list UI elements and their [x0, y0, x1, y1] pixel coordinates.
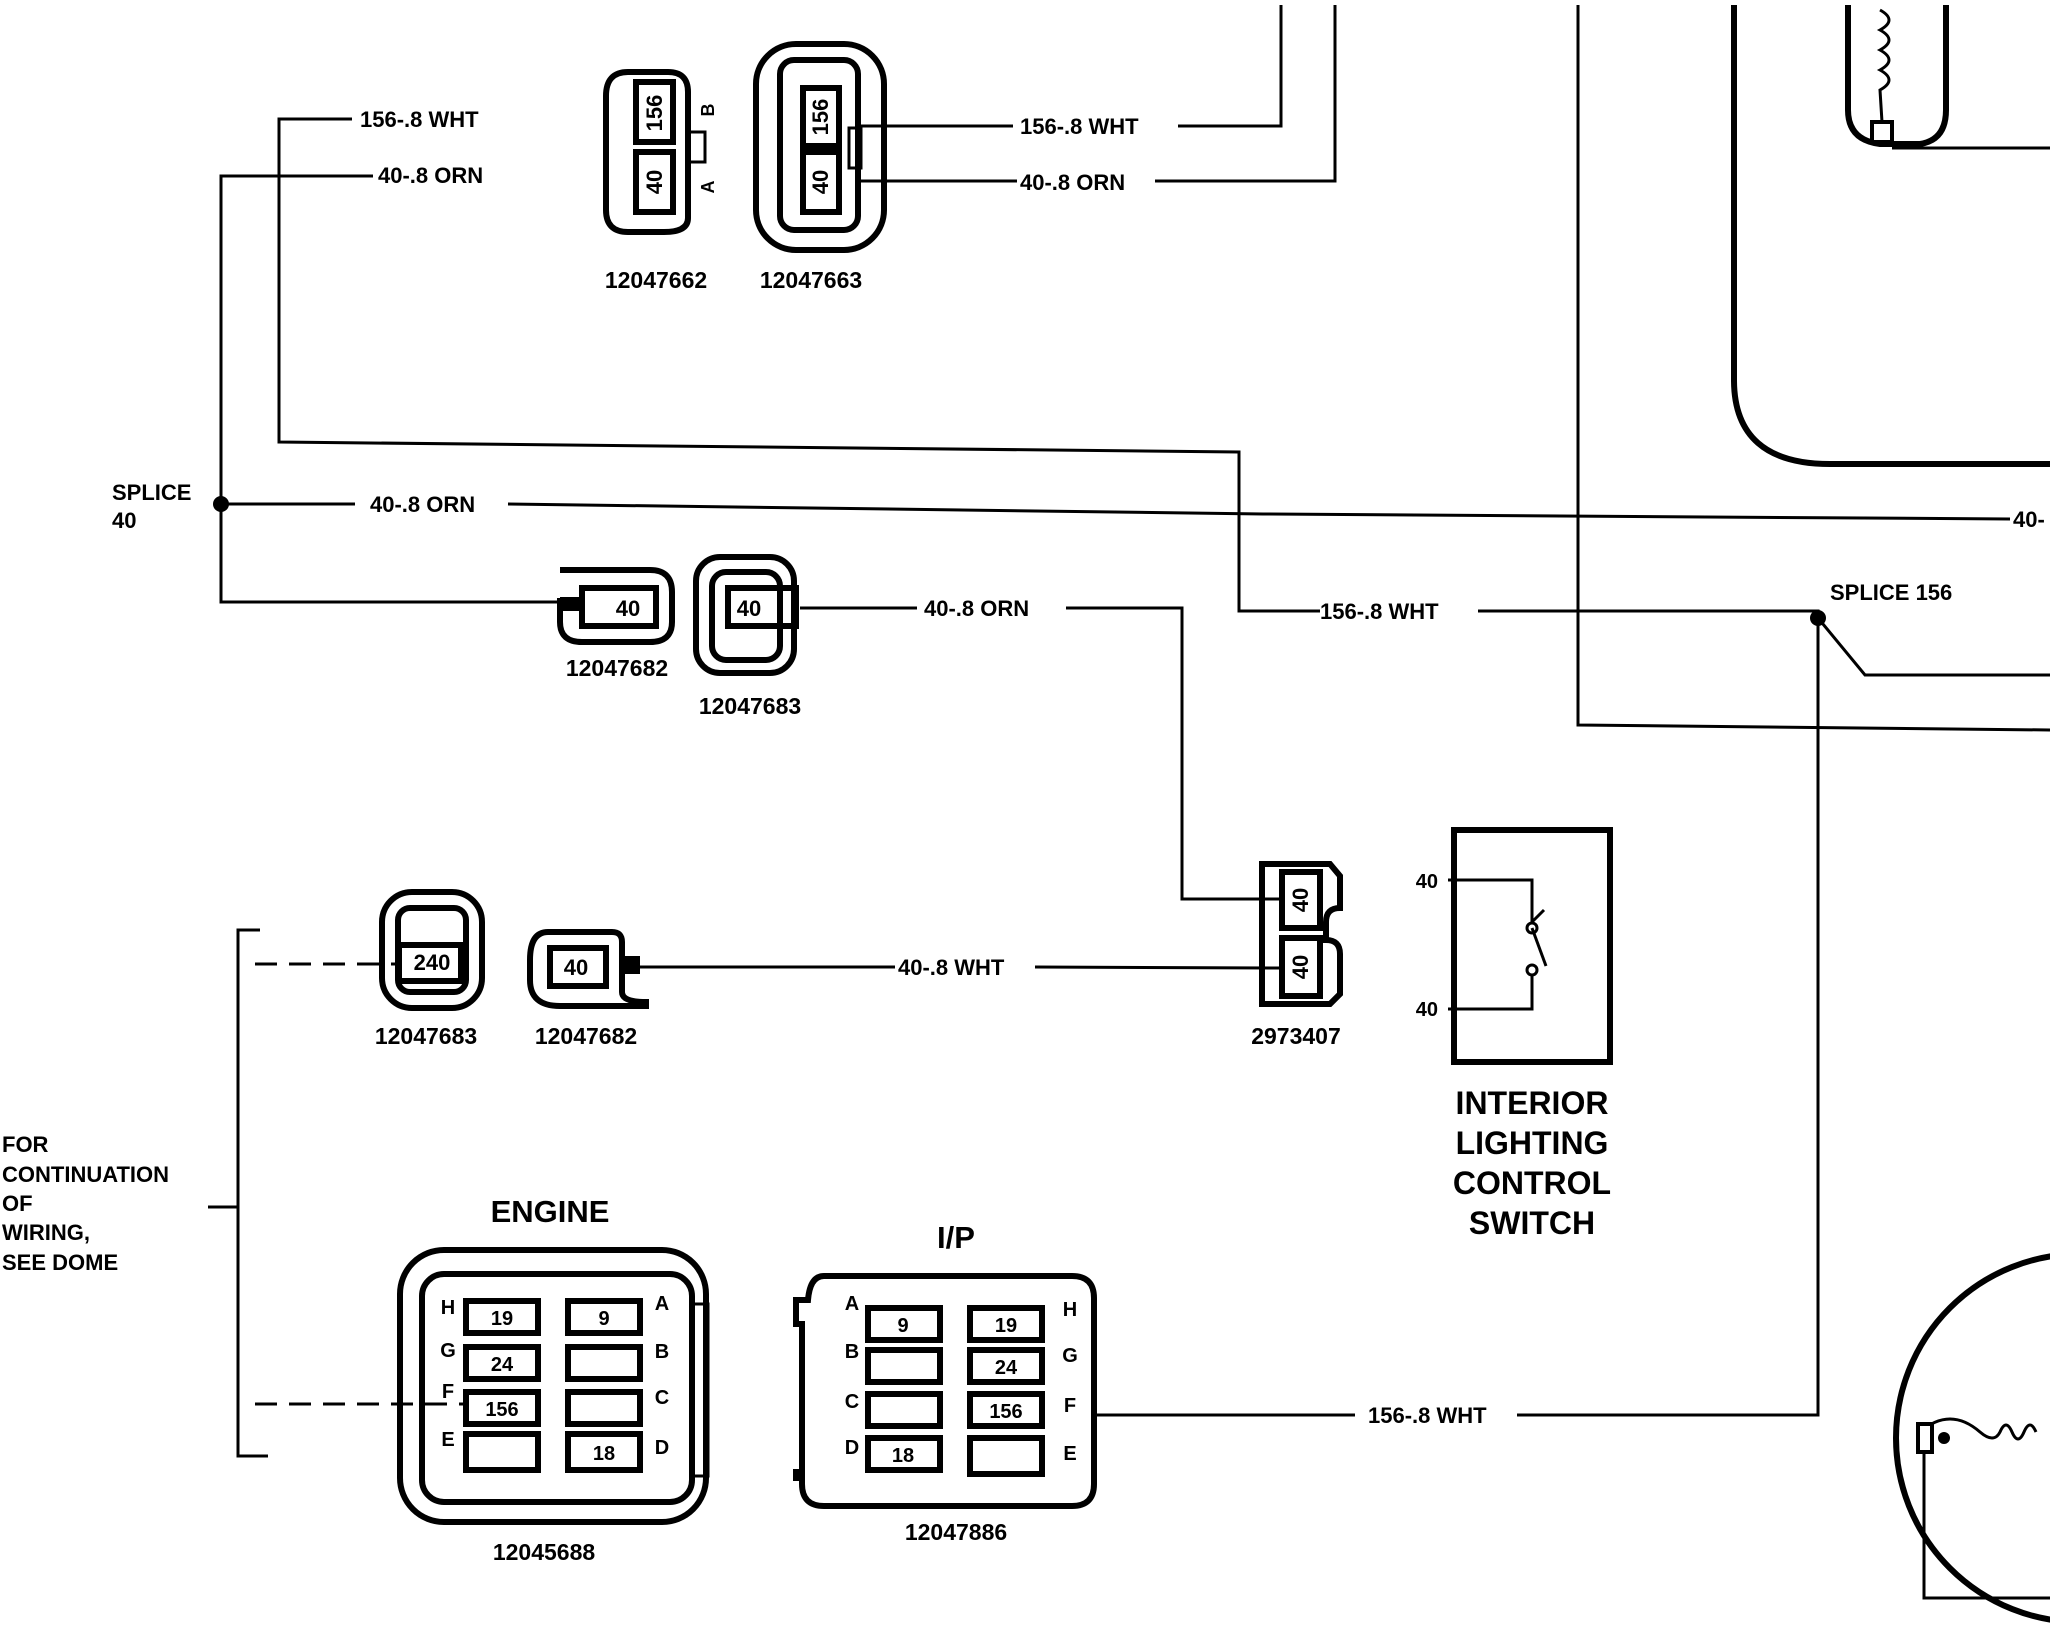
connector-12047663-top: 156 40 — [753, 41, 887, 253]
wire-label-156-wht: 156-.8 WHT — [1368, 1403, 1487, 1428]
engine-label: ENGINE — [491, 1194, 610, 1229]
pin-b-letter: B — [845, 1341, 859, 1363]
part-number-12047682: 12047682 — [535, 1023, 637, 1049]
pin-g-letter: G — [440, 1340, 456, 1362]
pin-e-letter: E — [441, 1429, 454, 1451]
lamp-bottom-right — [1893, 1253, 2050, 1623]
connector-2973407: 40 40 — [1259, 861, 1343, 1007]
splice-labels: SPLICE 40 SPLICE 156 — [112, 480, 1952, 605]
pin-f-letter: F — [442, 1381, 454, 1403]
switch-label-line3: CONTROL — [1453, 1165, 1611, 1201]
wire-label-156-wht: 156-.8 WHT — [1320, 599, 1439, 624]
part-numbers: 12047662 12047663 12047682 12047683 1204… — [375, 267, 1341, 1565]
connector-12047683-middle: 40 — [693, 554, 799, 676]
cavity-19: 19 — [995, 1315, 1017, 1337]
dome-lamp-top-right — [1731, 5, 2050, 467]
cavity-156: 156 — [642, 95, 667, 132]
pin-f-letter: F — [1064, 1395, 1076, 1417]
connector-12047662-top: 156 40 B A — [603, 69, 718, 235]
part-number-12047683: 12047683 — [699, 693, 801, 719]
cavity-18: 18 — [892, 1445, 914, 1467]
component-labels: ENGINE I/P INTERIOR LIGHTING CONTROL SWI… — [491, 1085, 1612, 1255]
pin-h-letter: H — [1063, 1299, 1077, 1321]
part-number-2973407: 2973407 — [1251, 1023, 1341, 1049]
pin-e-letter: E — [1063, 1443, 1076, 1465]
switch-pin-top: 40 — [1416, 871, 1438, 893]
wire-label-40-cut: 40- — [2013, 507, 2045, 532]
cavity-40: 40 — [737, 596, 761, 621]
pin-d-letter: D — [845, 1437, 859, 1459]
cavity-240: 240 — [414, 950, 451, 975]
part-number-12047683: 12047683 — [375, 1023, 477, 1049]
wire-label-40-wht: 40-.8 WHT — [898, 955, 1005, 980]
cavity-156: 156 — [989, 1401, 1022, 1423]
wire-label-40-orn: 40-.8 ORN — [370, 492, 475, 517]
switch-label-line2: LIGHTING — [1456, 1125, 1609, 1161]
cavity-40: 40 — [642, 170, 667, 194]
switch-label-line4: SWITCH — [1469, 1205, 1595, 1241]
continuation-line1: FOR — [2, 1132, 49, 1157]
cavity-40: 40 — [616, 596, 640, 621]
wire-label-156-wht: 156-.8 WHT — [360, 107, 479, 132]
continuation-line2: CONTINUATION — [2, 1162, 169, 1187]
pin-g-letter: G — [1062, 1345, 1078, 1367]
cavity-40: 40 — [564, 955, 588, 980]
cavity-156: 156 — [485, 1399, 518, 1421]
part-number-12047682: 12047682 — [566, 655, 668, 681]
cavity-156: 156 — [808, 99, 833, 136]
part-number-12047663: 12047663 — [760, 267, 862, 293]
pin-a-letter: A — [845, 1293, 859, 1315]
cavity-24: 24 — [491, 1354, 514, 1376]
cavity-18: 18 — [593, 1443, 615, 1465]
interior-lighting-switch: 40 40 — [1416, 827, 1613, 1065]
cavity-19: 19 — [491, 1308, 513, 1330]
part-number-12047886: 12047886 — [905, 1519, 1007, 1545]
cavity-40: 40 — [1288, 955, 1313, 979]
pin-a-letter: A — [655, 1293, 669, 1315]
wire-label-40-orn: 40-.8 ORN — [924, 596, 1029, 621]
pin-c-letter: C — [845, 1391, 859, 1413]
cavity-9: 9 — [897, 1315, 908, 1337]
pin-c-letter: C — [655, 1387, 669, 1409]
cavity-24: 24 — [995, 1357, 1018, 1379]
pin-a-letter: A — [698, 181, 718, 194]
part-number-12047662: 12047662 — [605, 267, 707, 293]
continuation-note: FOR CONTINUATION OF WIRING, SEE DOME — [2, 1132, 169, 1275]
wire-label-40-orn: 40-.8 ORN — [1020, 170, 1125, 195]
wire-lines — [208, 5, 2050, 1458]
continuation-line3: OF — [2, 1191, 33, 1216]
splice-40-dot — [213, 496, 229, 512]
ip-label: I/P — [937, 1220, 975, 1255]
connector-12047683-lower: 240 — [379, 889, 485, 1011]
splice-40-label-line2: 40 — [112, 508, 136, 533]
cavity-9: 9 — [598, 1308, 609, 1330]
connector-ip-12047886: 9 19 24 156 18 A B C D H G F E — [793, 1273, 1097, 1509]
pin-h-letter: H — [441, 1297, 455, 1319]
splice-156-label: SPLICE 156 — [1830, 580, 1952, 605]
cavity-40: 40 — [1288, 888, 1313, 912]
wire-label-40-orn: 40-.8 ORN — [378, 163, 483, 188]
splice-dots — [213, 496, 1826, 626]
connector-12047682-middle: 40 — [557, 567, 675, 645]
continuation-line4: WIRING, — [2, 1220, 90, 1245]
pin-b-letter: B — [655, 1341, 669, 1363]
splice-40-label-line1: SPLICE — [112, 480, 191, 505]
pin-b-letter: B — [698, 104, 718, 117]
cavity-40: 40 — [808, 170, 833, 194]
switch-label-line1: INTERIOR — [1456, 1085, 1609, 1121]
connector-engine-12045688: 19 9 24 156 18 H G F E A B C D — [397, 1247, 710, 1525]
pin-d-letter: D — [655, 1437, 669, 1459]
switch-pin-bottom: 40 — [1416, 999, 1438, 1021]
wire-label-156-wht: 156-.8 WHT — [1020, 114, 1139, 139]
continuation-line5: SEE DOME — [2, 1250, 118, 1275]
wire-labels: 156-.8 WHT 40-.8 ORN 156-.8 WHT 40-.8 OR… — [360, 107, 2045, 1428]
connector-12047682-lower: 40 — [527, 929, 649, 1009]
splice-156-dot — [1810, 610, 1826, 626]
part-number-12045688: 12045688 — [493, 1539, 596, 1565]
